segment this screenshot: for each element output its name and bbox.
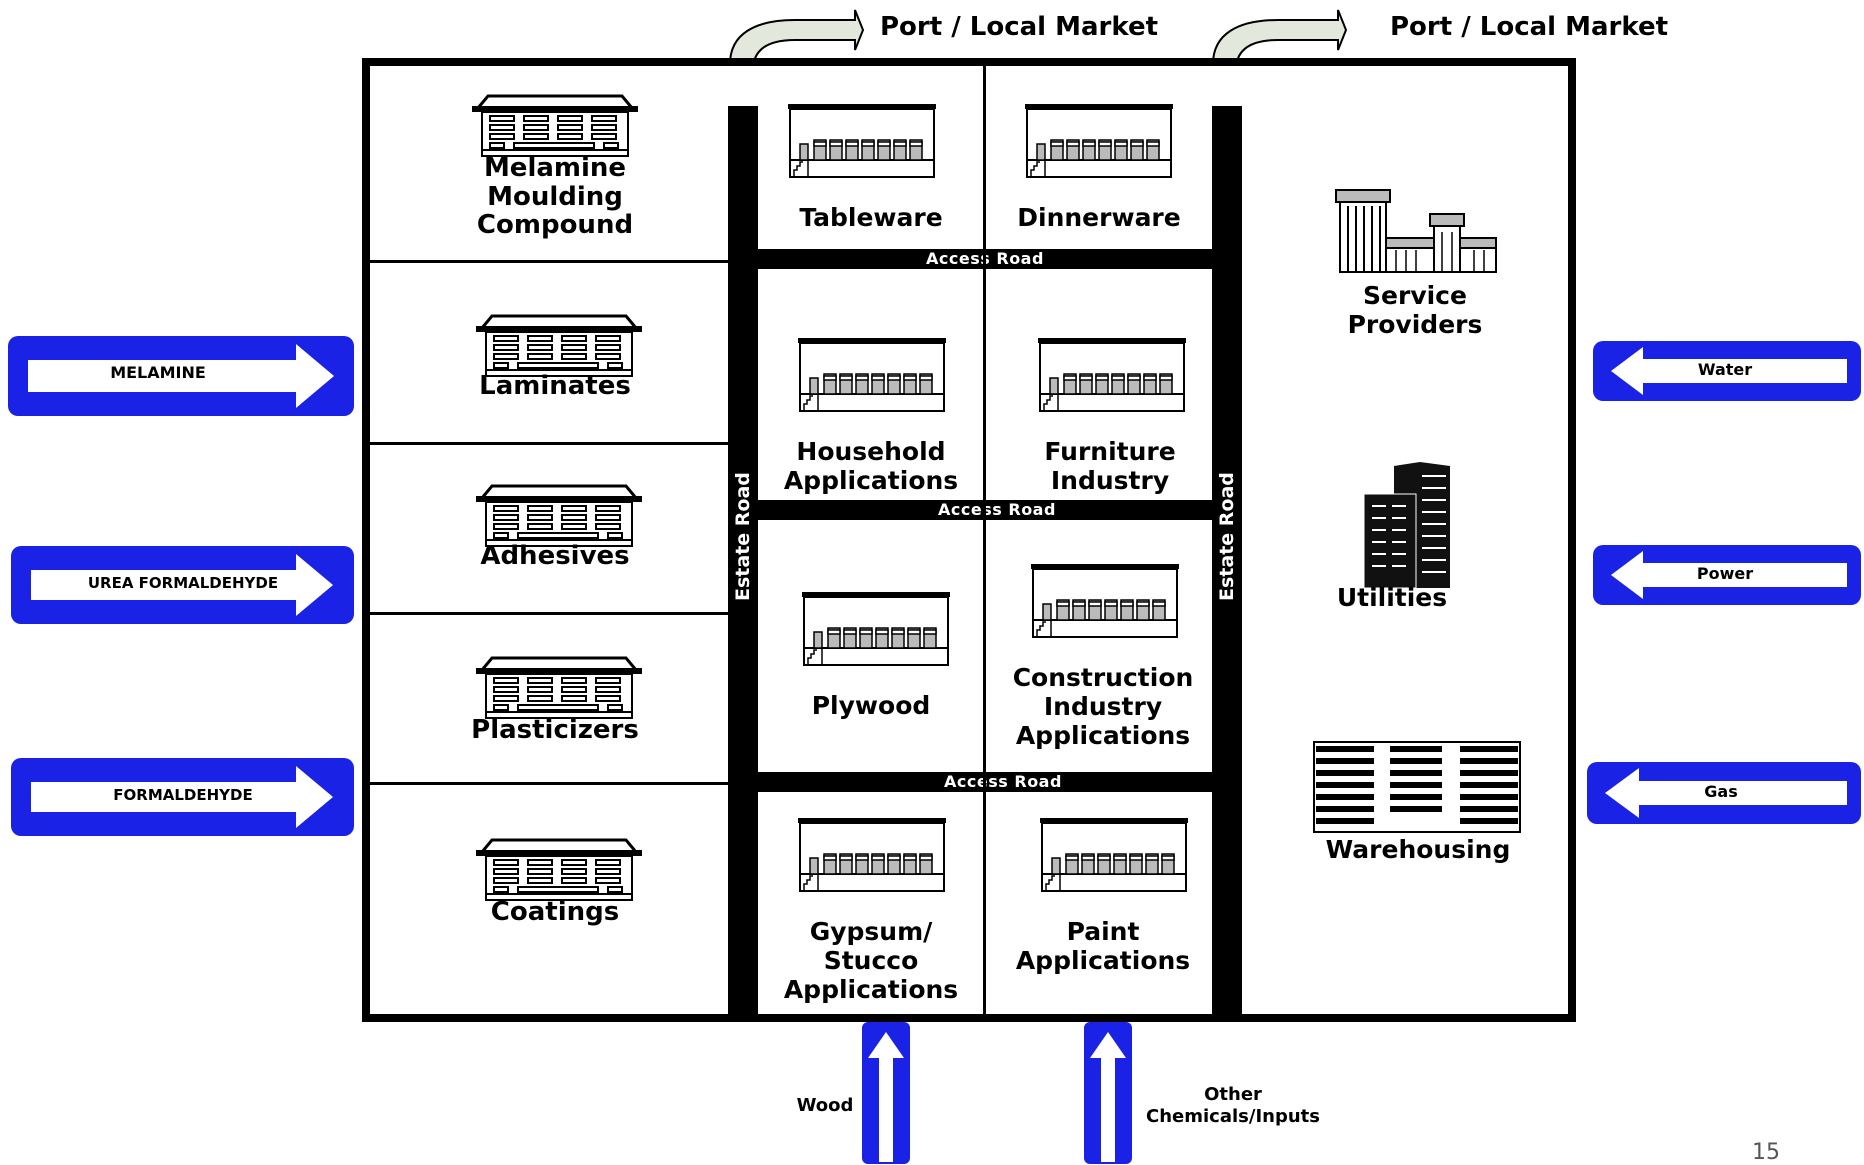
industry-building-icon [802, 592, 950, 666]
industry-label: Construction Industry Applications [1012, 663, 1194, 750]
industry-label: Dinnerware [1017, 203, 1181, 232]
left-cell-label: Laminates [479, 371, 631, 401]
left-divider-3 [370, 612, 730, 615]
wood-input-arrow [864, 1024, 908, 1162]
page-number: 15 [1752, 1140, 1780, 1165]
industry-building-icon [788, 104, 936, 178]
left-divider-4 [370, 782, 730, 785]
industry-building-icon [1038, 338, 1186, 412]
wood-label: Wood [796, 1095, 854, 1116]
service-label: Service Providers [1347, 281, 1483, 339]
industry-building-icon [798, 338, 946, 412]
left-cell-label: Plasticizers [471, 715, 639, 745]
factory-building-icon [476, 656, 642, 719]
industry-label: Paint Applications [1015, 917, 1191, 975]
water-input-arrow [1595, 343, 1859, 399]
other-chemicals-input-arrow [1086, 1024, 1130, 1162]
industry-label: Tableware [799, 203, 943, 232]
tower-buildings-icon [1363, 462, 1450, 589]
utilities-label: Utilities [1336, 583, 1448, 612]
formaldehyde-input-arrow [13, 760, 352, 834]
left-cell-label: Coatings [490, 897, 620, 927]
left-cell-label: Melamine Moulding Compound [476, 153, 634, 241]
input-label: Water [1697, 360, 1753, 379]
other-chemicals-label: Other Chemicals/Inputs [1146, 1084, 1320, 1127]
left-divider-2 [370, 442, 730, 445]
input-label: FORMALDEHYDE [113, 786, 253, 804]
industry-building-icon [798, 818, 946, 892]
estate-road-label-left: Estate Road [732, 472, 754, 601]
input-label: UREA FORMALDEHYDE [87, 574, 279, 592]
left-divider-1 [370, 260, 730, 263]
input-label: Gas [1704, 782, 1738, 801]
left-cell-label: Adhesives [480, 541, 630, 571]
factory-building-icon [476, 484, 642, 547]
factory-building-icon [472, 94, 638, 157]
industry-label: Household Applications [783, 437, 959, 495]
port-market-label-right: Port / Local Market [1390, 12, 1669, 42]
estate-road-right [1212, 106, 1242, 1018]
estate-road-left [728, 106, 758, 1018]
factory-building-icon [476, 838, 642, 901]
office-building-icon [1335, 189, 1497, 273]
port-market-label-left: Port / Local Market [880, 12, 1159, 42]
industry-label: Plywood [811, 691, 931, 720]
industry-building-icon [1031, 564, 1179, 638]
power-input-arrow [1595, 547, 1859, 603]
gas-input-arrow [1589, 764, 1859, 822]
curved-arrow-right [1212, 9, 1348, 109]
industry-label: Gypsum/ Stucco Applications [783, 917, 959, 1004]
melamine-input-arrow [10, 338, 352, 414]
input-label: Power [1696, 564, 1754, 583]
industry-building-icon [1025, 104, 1173, 178]
middle-divider [983, 66, 986, 1018]
factory-building-icon [476, 314, 642, 377]
industry-label: Furniture Industry [1044, 437, 1176, 495]
industry-building-icon [1040, 818, 1188, 892]
access-road-label: Access Road [944, 772, 1062, 791]
access-road-label: Access Road [938, 500, 1056, 519]
urea-formaldehyde-input-arrow [13, 548, 352, 622]
warehouse-icon [1313, 741, 1521, 833]
estate-road-label-right: Estate Road [1216, 472, 1238, 601]
input-label: MELAMINE [110, 363, 206, 382]
curved-arrow-left [729, 9, 865, 109]
warehousing-label: Warehousing [1325, 835, 1511, 864]
